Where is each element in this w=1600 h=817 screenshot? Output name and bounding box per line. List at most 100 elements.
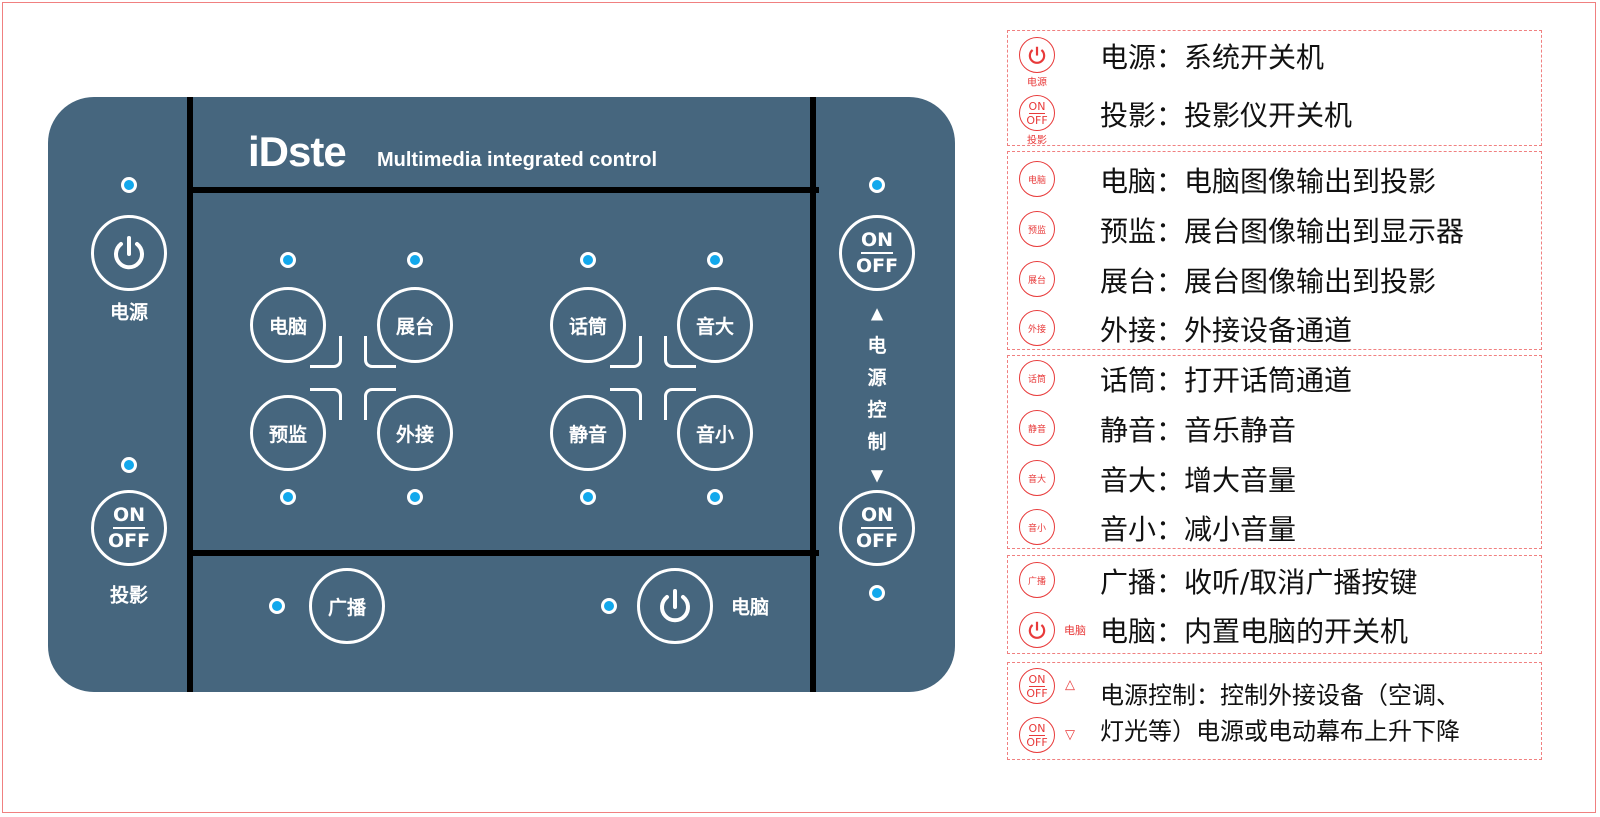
on-text: ON: [860, 505, 894, 529]
power-led: [121, 177, 137, 193]
legend-pc-icon: 电脑: [1019, 161, 1055, 197]
legend-text: 广播：收听/取消广播按键: [1100, 566, 1418, 599]
led: [280, 489, 296, 505]
decor-corner: [664, 336, 696, 368]
pc-button[interactable]: 电脑: [250, 287, 326, 363]
legend-mute-icon: 静音: [1019, 410, 1055, 446]
decor-corner: [310, 388, 342, 420]
legend-visualizer-icon: 展台: [1019, 261, 1055, 297]
off-text: OFF: [1026, 686, 1048, 700]
legend-text: 电脑：内置电脑的开关机: [1100, 615, 1409, 648]
legend-text: 静音：音乐静音: [1100, 414, 1297, 447]
volume-up-button[interactable]: 音大: [677, 287, 753, 363]
projector-led: [121, 457, 137, 473]
divider: [187, 97, 193, 692]
power-control-up-led: [869, 177, 885, 193]
legend-group: [1007, 30, 1542, 146]
led: [707, 489, 723, 505]
broadcast-button[interactable]: 广播: [309, 568, 385, 644]
down-arrow-icon: ▼: [870, 465, 884, 485]
led: [580, 489, 596, 505]
external-button[interactable]: 外接: [377, 395, 453, 471]
legend-group: [1007, 555, 1542, 654]
decor-corner: [310, 336, 342, 368]
power-icon: [660, 589, 690, 623]
power-control-down-led: [869, 585, 885, 601]
mute-button[interactable]: 静音: [550, 395, 626, 471]
legend-power-icon: [1019, 612, 1055, 648]
broadcast-led: [269, 598, 285, 614]
power-label: 电源: [109, 301, 149, 324]
on-text: ON: [860, 230, 894, 254]
legend-icon-label: 电脑: [1064, 624, 1086, 637]
legend-text: 电源控制：控制外接设备（空调、: [1100, 681, 1460, 710]
down-arrow-icon: ▽: [1065, 727, 1075, 743]
divider: [810, 97, 816, 692]
legend-group: [1007, 355, 1542, 549]
brand-tagline: Multimedia integrated control: [377, 149, 658, 171]
legend-text: 话筒：打开话筒通道: [1100, 364, 1353, 397]
legend-text: 投影：投影仪开关机: [1100, 99, 1353, 132]
legend-text: 电脑：电脑图像输出到投影: [1100, 165, 1437, 198]
decor-corner: [364, 336, 396, 368]
led: [407, 252, 423, 268]
decor-corner: [664, 388, 696, 420]
led: [280, 252, 296, 268]
decor-corner: [610, 388, 642, 420]
legend-power-icon: [1019, 37, 1055, 73]
projector-label: 投影: [109, 584, 149, 607]
legend-group: [1007, 151, 1542, 350]
power-button[interactable]: [91, 215, 167, 291]
legend-mic-icon: 话筒: [1019, 360, 1055, 396]
legend-text: 展台：展台图像输出到投影: [1100, 265, 1437, 298]
control-panel: [48, 97, 955, 692]
divider: [190, 550, 819, 556]
legend-icon-label: 电源: [1027, 77, 1047, 89]
legend-broadcast-icon: 广播: [1019, 562, 1055, 598]
led: [580, 252, 596, 268]
legend-volume-down-icon: 音小: [1019, 509, 1055, 545]
up-arrow-icon: ▲: [870, 303, 884, 323]
legend-text: 电源：系统开关机: [1100, 41, 1325, 74]
legend-text: 灯光等）电源或电动幕布上升下降: [1100, 717, 1460, 746]
preview-button[interactable]: 预监: [250, 395, 326, 471]
mic-button[interactable]: 话筒: [550, 287, 626, 363]
off-text: OFF: [1026, 735, 1048, 749]
legend-text: 预监：展台图像输出到显示器: [1100, 215, 1465, 248]
power-icon: [114, 236, 144, 270]
led: [707, 252, 723, 268]
power-control-label: 电源控制: [867, 335, 887, 453]
legend-text: 音大：增大音量: [1100, 464, 1297, 497]
legend-icon-label: 投影: [1027, 135, 1047, 147]
on-text: ON: [1028, 721, 1046, 736]
legend-text: 音小：减小音量: [1100, 513, 1297, 546]
on-text: ON: [112, 505, 146, 529]
pc-power-button[interactable]: [637, 568, 713, 644]
legend-external-icon: 外接: [1019, 310, 1055, 346]
divider: [190, 187, 819, 193]
off-text: OFF: [107, 529, 151, 552]
volume-down-button[interactable]: 音小: [677, 395, 753, 471]
up-arrow-icon: △: [1065, 677, 1075, 693]
legend-group: [1007, 662, 1542, 760]
brand-logo: iDste: [248, 128, 347, 175]
decor-corner: [610, 336, 642, 368]
pc-power-led: [601, 598, 617, 614]
decor-corner: [364, 388, 396, 420]
visualizer-button[interactable]: 展台: [377, 287, 453, 363]
legend-text: 外接：外接设备通道: [1100, 314, 1353, 347]
off-text: OFF: [855, 529, 899, 552]
pc-power-label: 电脑: [730, 596, 770, 619]
led: [407, 489, 423, 505]
legend-preview-icon: 预监: [1019, 211, 1055, 247]
